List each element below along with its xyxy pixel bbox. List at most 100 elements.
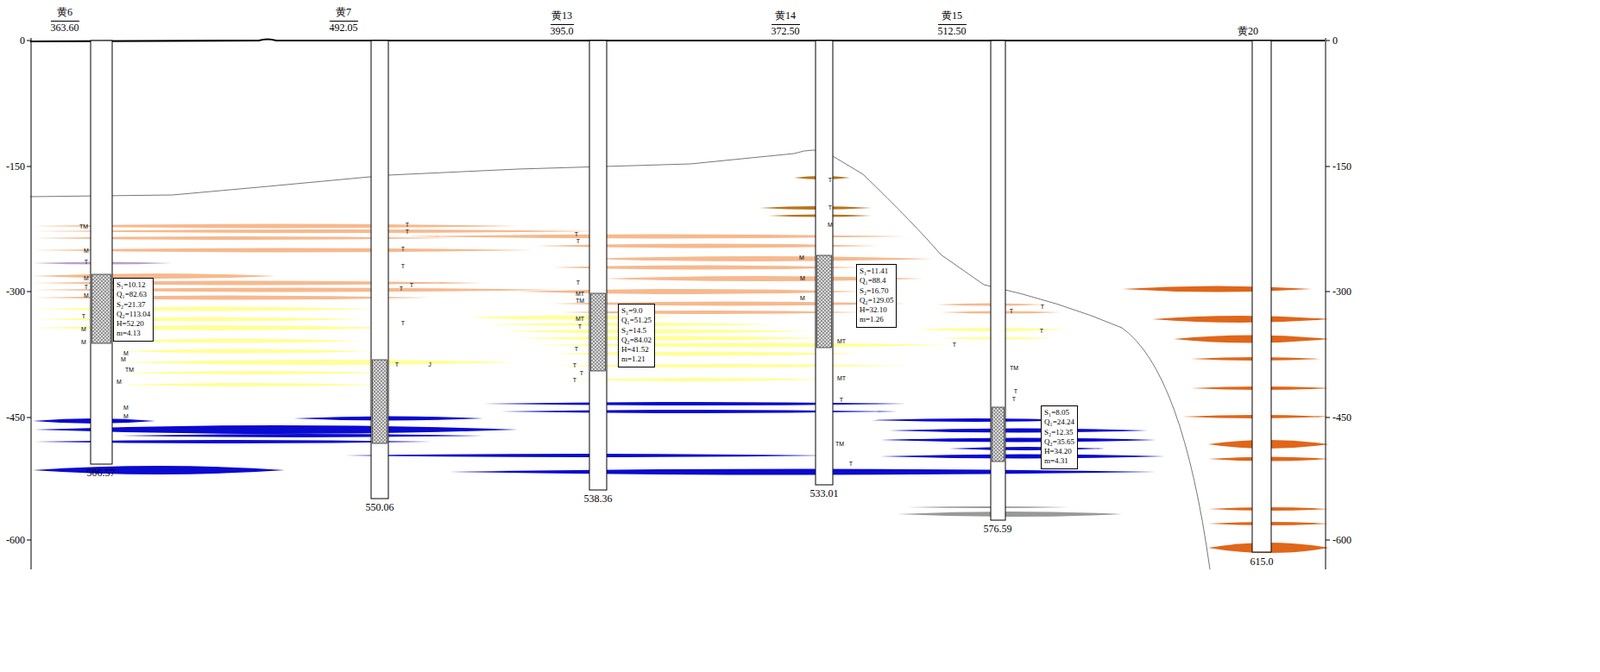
depth-label: 576.59 [983, 523, 1013, 535]
well-name: 黄15 [941, 10, 963, 23]
log-marker: T [84, 283, 89, 290]
test-value: Q₂=129.05 [859, 296, 894, 306]
strata-lens [448, 469, 1157, 476]
log-marker: T [84, 258, 89, 265]
log-marker: M [83, 247, 89, 254]
depth-label: 550.06 [365, 502, 395, 513]
test-value: Q₁=51.25 [621, 315, 652, 326]
log-marker: M [81, 326, 87, 333]
test-value: H=32.10 [859, 305, 894, 315]
log-marker: T [1039, 327, 1044, 334]
well-elevation: 372.50 [771, 24, 800, 37]
well-screen [992, 407, 1005, 462]
pumping-test-box: S₁=11.41Q₁=88.4S₂=16.70Q₂=129.05H=32.10m… [856, 264, 897, 328]
log-marker: M [116, 378, 122, 385]
axis-tick-label: 0 [19, 35, 26, 46]
strata-lens [32, 229, 605, 234]
test-value: Q₂=113.04 [116, 309, 151, 320]
test-value: m=1.21 [621, 354, 652, 365]
well-screen [372, 359, 388, 444]
strata-lens [500, 329, 812, 334]
well-name: 黄14 [774, 10, 796, 23]
strata-lens [120, 383, 380, 387]
well-elevation: 512.50 [938, 24, 967, 37]
log-marker: T [399, 285, 404, 292]
strata-lens [1121, 286, 1312, 293]
strata-lens [906, 506, 1071, 509]
log-marker: T [578, 323, 582, 330]
log-marker: T [409, 282, 414, 289]
log-marker: T [1009, 308, 1014, 315]
axis-tick-label: -150 [1332, 161, 1352, 172]
log-marker: TM [1009, 365, 1019, 372]
test-value: m=1.26 [859, 314, 894, 325]
log-marker: MT [575, 290, 585, 297]
log-marker: T [401, 320, 405, 327]
log-marker: J [428, 361, 432, 368]
log-marker: M [123, 413, 129, 420]
test-value: S₁=8.05 [1044, 408, 1075, 418]
log-marker: TM [125, 366, 134, 373]
test-value: S₂=21.37 [116, 300, 151, 310]
log-marker: T [401, 245, 405, 252]
strata-lens [32, 466, 285, 475]
test-value: m=4.31 [1044, 456, 1075, 467]
log-marker: T [1040, 303, 1045, 310]
log-marker: T [849, 460, 853, 467]
test-value: S₂=14.5 [621, 326, 652, 336]
strata-lens [888, 428, 1148, 434]
log-marker: M [827, 221, 833, 228]
strata-lens [345, 453, 829, 458]
test-value: Q₁=24.24 [1044, 417, 1075, 428]
log-marker: T [576, 279, 580, 286]
ground-surface [30, 39, 1325, 43]
boundary-line [30, 150, 1210, 570]
strata-lens [500, 409, 898, 414]
axis-tick-label: -300 [1332, 286, 1352, 297]
pumping-test-box: S₁=10.12Q₁=82.63S₂=21.37Q₂=113.04H=52.20… [113, 277, 154, 342]
well-screen [591, 293, 606, 372]
axis-tick-label: -150 [6, 161, 26, 172]
log-marker: M [800, 275, 806, 282]
test-value: S₁=11.41 [859, 266, 894, 277]
depth-label: 533.01 [810, 488, 839, 499]
depth-axes [26, 37, 1330, 570]
strata-lens [1173, 335, 1330, 344]
log-marker: TM [835, 440, 845, 448]
log-marker: T [576, 238, 580, 245]
well-screen [92, 274, 112, 344]
log-marker: T [574, 346, 579, 353]
strata-lens [880, 438, 1157, 443]
well-name: 黄6 [56, 6, 73, 19]
log-marker: T [828, 204, 832, 211]
log-marker: TM [79, 223, 89, 230]
log-marker: T [828, 176, 832, 183]
test-value: Q₂=84.02 [621, 335, 652, 346]
strata-lens [483, 402, 907, 406]
axis-tick-label: -450 [1332, 412, 1352, 423]
axis-tick-label: -600 [1332, 535, 1352, 546]
well-name: 黄7 [335, 6, 352, 19]
log-marker: M [81, 339, 87, 346]
strata-lens [120, 434, 484, 438]
well-elevation: 492.05 [329, 20, 359, 33]
well-bore [90, 40, 113, 465]
test-value: S₂=12.35 [1044, 428, 1075, 438]
well-bore [990, 40, 1006, 521]
log-marker: M [799, 254, 805, 261]
test-value: Q₂=35.65 [1044, 437, 1075, 448]
strata-lens [897, 511, 1122, 517]
log-marker: T [405, 221, 410, 228]
well-elevation: 363.60 [50, 20, 80, 33]
log-marker: M [83, 292, 89, 299]
test-value: H=41.52 [621, 345, 652, 355]
log-marker: TM [575, 297, 585, 304]
log-marker: T [1012, 396, 1016, 403]
well-screen [817, 255, 832, 348]
axis-tick-label: -450 [6, 412, 26, 423]
well-elevation: 395.0 [550, 24, 574, 37]
axis-tick-label: 0 [1332, 35, 1338, 46]
log-marker: MT [837, 338, 846, 345]
test-value: Q₁=82.63 [116, 289, 151, 300]
